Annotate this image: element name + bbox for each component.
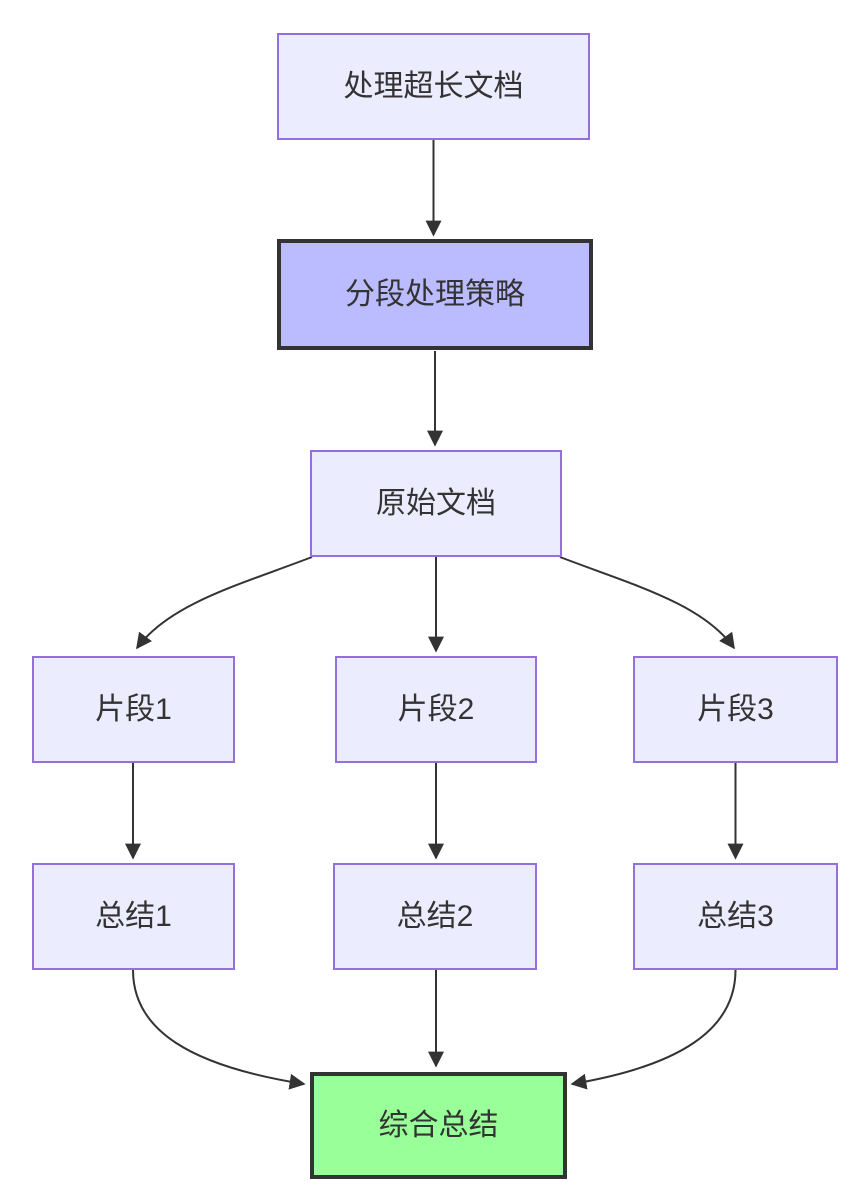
edge-E1-to-F — [132, 969, 306, 1090]
edge-C-to-D1 — [136, 556, 313, 650]
node-final-summary: 综合总结 — [310, 1072, 567, 1179]
node-handle-long-document: 处理超长文档 — [277, 33, 590, 140]
node-label: 片段1 — [95, 692, 172, 726]
node-label: 总结3 — [697, 899, 774, 933]
node-label: 综合总结 — [378, 1108, 499, 1142]
node-label: 总结2 — [396, 899, 474, 933]
node-label: 处理超长文档 — [343, 69, 524, 103]
node-label: 原始文档 — [376, 486, 496, 520]
node-label: 分段处理策略 — [345, 277, 525, 311]
node-label: 片段2 — [397, 692, 475, 726]
node-segmentation-strategy: 分段处理策略 — [277, 239, 593, 350]
node-summary-2: 总结2 — [333, 863, 537, 970]
node-fragment-3: 片段3 — [633, 656, 838, 763]
node-original-document: 原始文档 — [310, 450, 562, 557]
edge-E3-to-F — [570, 969, 737, 1090]
node-summary-3: 总结3 — [633, 863, 838, 970]
node-label: 片段3 — [697, 692, 774, 726]
node-label: 总结1 — [95, 899, 172, 933]
node-summary-1: 总结1 — [32, 863, 235, 970]
node-fragment-1: 片段1 — [32, 656, 235, 763]
edge-C-to-D3 — [559, 556, 735, 650]
node-fragment-2: 片段2 — [335, 656, 537, 763]
